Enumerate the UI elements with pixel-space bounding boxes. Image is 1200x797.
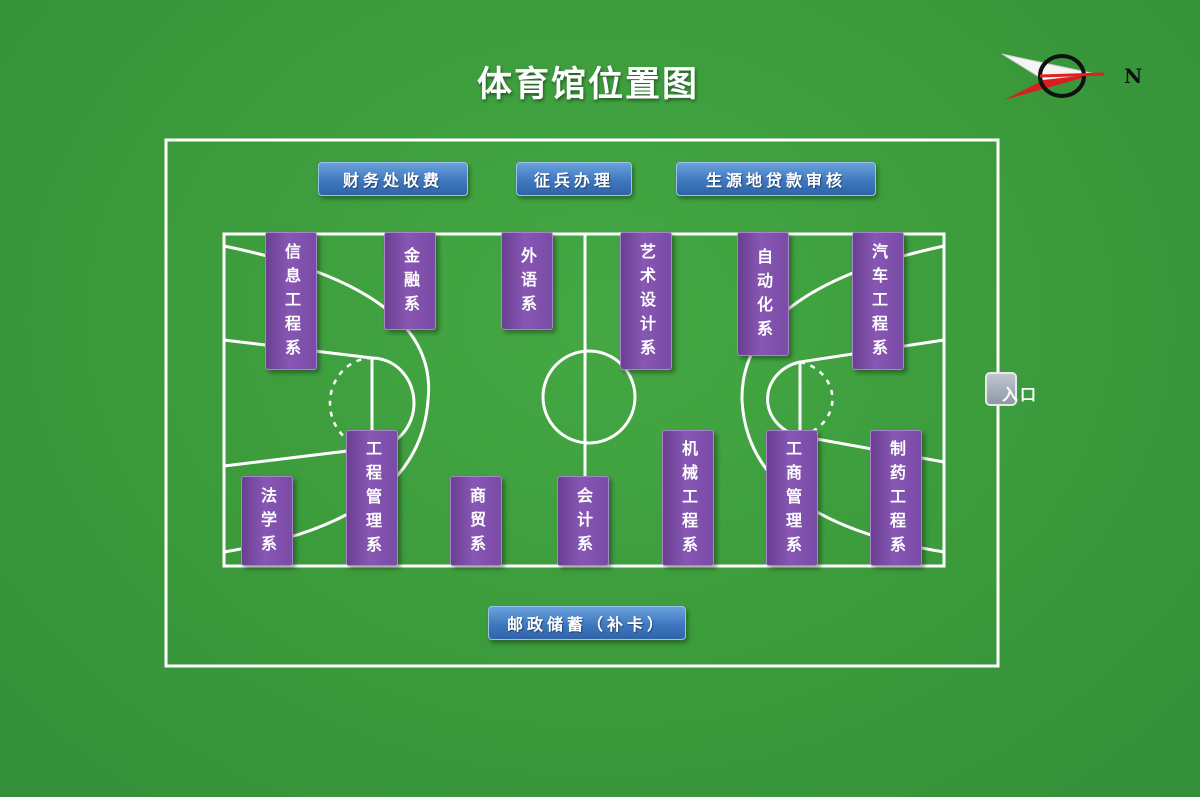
outer-boundary xyxy=(164,138,1000,668)
entrance-door-icon xyxy=(985,372,1017,406)
page-title: 体育馆位置图 xyxy=(476,65,699,105)
dept-automation[interactable]: 自动化系 xyxy=(737,232,789,356)
dept-information-engineering[interactable]: 信息工程系 xyxy=(265,232,317,370)
dept-finance[interactable]: 金融系 xyxy=(384,232,436,330)
dept-mechanical-engineering[interactable]: 机械工程系 xyxy=(662,430,714,566)
dept-accounting[interactable]: 会计系 xyxy=(557,476,609,566)
dept-commerce[interactable]: 商贸系 xyxy=(450,476,502,566)
student-loan-review-button[interactable]: 生源地贷款审核 xyxy=(676,162,876,196)
dept-engineering-management[interactable]: 工程管理系 xyxy=(346,430,398,566)
finance-fee-button[interactable]: 财务处收费 xyxy=(318,162,468,196)
right-free-throw-arc-dashed xyxy=(799,360,834,438)
conscription-button[interactable]: 征兵办理 xyxy=(516,162,632,196)
dept-pharmaceutical-engineering[interactable]: 制药工程系 xyxy=(870,430,922,566)
dept-law[interactable]: 法学系 xyxy=(241,476,293,566)
compass-north-label: N xyxy=(1124,64,1142,88)
right-free-throw-arc xyxy=(766,360,801,438)
left-three-point-line xyxy=(223,244,431,554)
entrance-label: 入口 xyxy=(1002,385,1039,404)
right-three-point-line xyxy=(740,244,945,554)
dept-business-administration[interactable]: 工商管理系 xyxy=(766,430,818,566)
center-circle xyxy=(541,349,637,445)
dept-foreign-languages[interactable]: 外语系 xyxy=(501,232,553,330)
compass-icon: N xyxy=(1001,53,1142,100)
left-free-throw-arc-dashed xyxy=(328,356,373,450)
postal-savings-button[interactable]: 邮政储蓄（补卡） xyxy=(488,606,686,640)
dept-automotive-engineering[interactable]: 汽车工程系 xyxy=(852,232,904,370)
dept-art-design[interactable]: 艺术设计系 xyxy=(620,232,672,370)
